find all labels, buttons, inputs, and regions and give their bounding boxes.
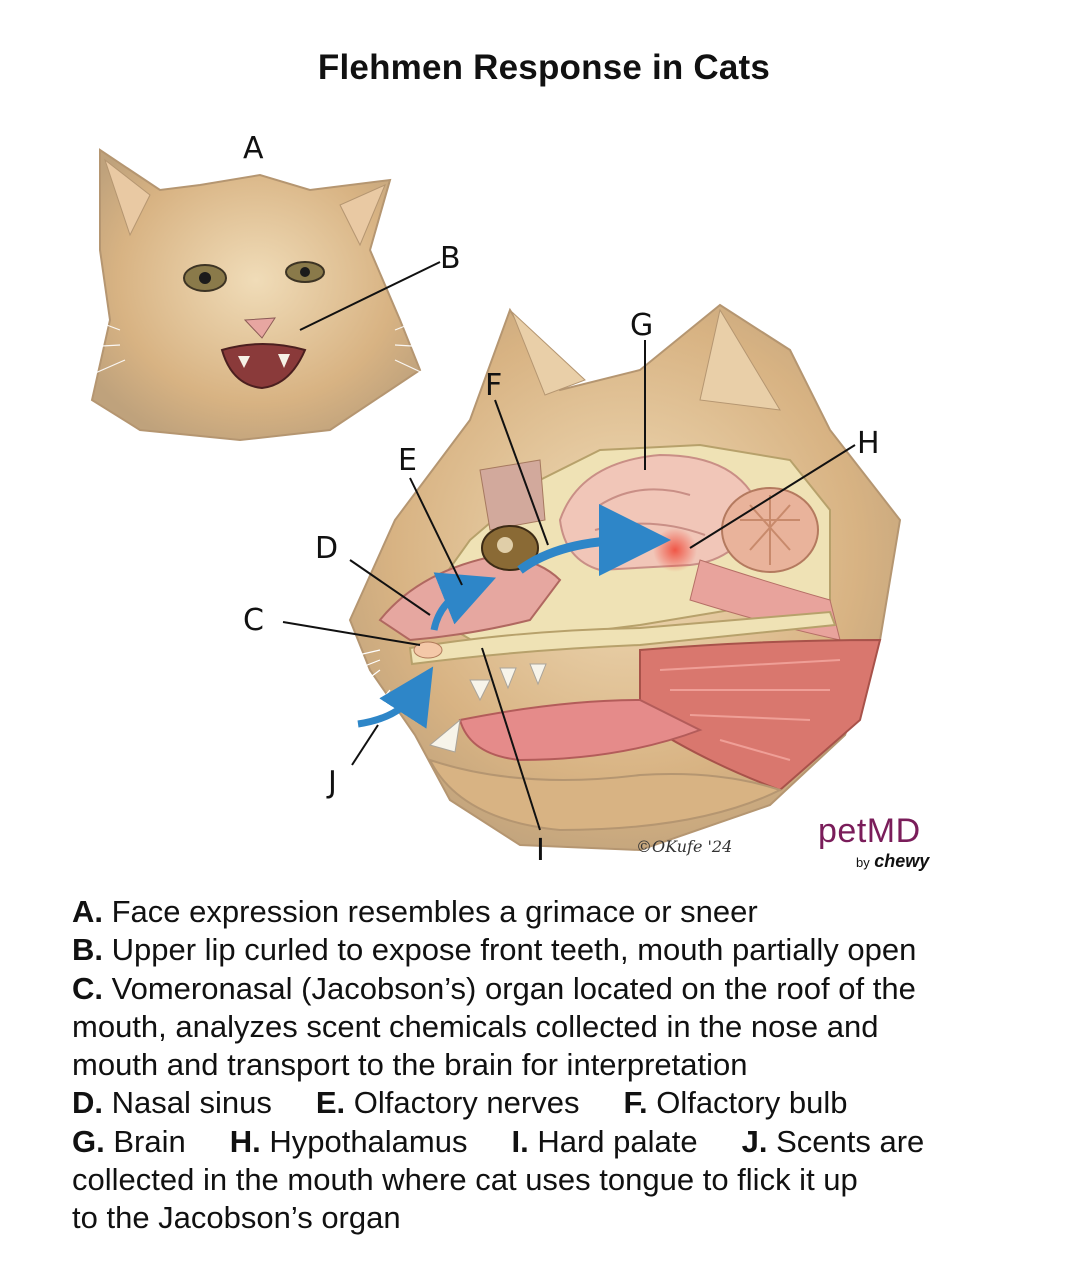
legend-row-a: A. Face expression resembles a grimace o… xyxy=(72,893,1062,931)
label-e: E xyxy=(398,443,417,478)
artist-signature: ©OKufe '24 xyxy=(636,837,732,856)
legend-row-c3: mouth and transport to the brain for int… xyxy=(72,1047,748,1083)
legend-text-b: Upper lip curled to expose front teeth, … xyxy=(103,932,917,968)
legend-key-j: J. xyxy=(741,1123,768,1159)
page-title: Flehmen Response in Cats xyxy=(317,48,771,87)
legend-row-c2: mouth, analyzes scent chemicals collecte… xyxy=(72,1008,879,1044)
label-h: H xyxy=(857,426,880,461)
logo-partner: chewy xyxy=(874,851,930,871)
legend-text-d: Nasal sinus xyxy=(103,1085,272,1121)
legend-text-a: Face expression resembles a grimace or s… xyxy=(103,894,758,929)
legend: A. Face expression resembles a grimace o… xyxy=(72,893,1062,1238)
legend-key-i: I. xyxy=(511,1123,529,1159)
legend-text-g: Brain xyxy=(104,1123,186,1159)
petmd-logo: petMD by chewy xyxy=(818,812,958,872)
legend-row-c: C. Vomeronasal (Jacobson’s) organ locate… xyxy=(72,970,1062,1008)
cat-head-cross-section xyxy=(239,303,902,852)
legend-key-c: C. xyxy=(72,970,103,1006)
legend-text-i: Hard palate xyxy=(528,1123,698,1159)
legend-key-b: B. xyxy=(72,932,103,968)
svg-text:©OKufe '24: ©OKufe '24 xyxy=(636,837,732,856)
legend-row-j3: to the Jacobson’s organ xyxy=(72,1200,401,1236)
legend-key-a: A. xyxy=(72,894,103,929)
label-j: J xyxy=(326,765,337,800)
legend-text-h: Hypothalamus xyxy=(260,1123,468,1159)
logo-by: by xyxy=(856,855,870,870)
logo-brand: petMD xyxy=(818,812,921,850)
legend-key-d: D. xyxy=(72,1085,103,1121)
label-a: A xyxy=(243,131,264,166)
legend-text-c: Vomeronasal (Jacobson’s) organ located o… xyxy=(103,970,916,1006)
cat-face-drawing xyxy=(29,148,481,442)
legend-text-f: Olfactory bulb xyxy=(647,1085,848,1121)
legend-key-e: E. xyxy=(315,1085,346,1121)
legend-key-g: G. xyxy=(72,1123,105,1159)
label-b: B xyxy=(440,241,461,276)
label-g: G xyxy=(630,308,653,343)
label-c: C xyxy=(243,603,264,638)
label-f: F xyxy=(485,368,502,403)
legend-row-j2: collected in the mouth where cat uses to… xyxy=(72,1162,858,1198)
label-i: I xyxy=(536,833,545,868)
legend-text-j: Scents are xyxy=(767,1123,925,1159)
legend-key-h: H. xyxy=(229,1123,261,1159)
legend-row-b: B. Upper lip curled to expose front teet… xyxy=(72,931,1062,969)
legend-key-f: F. xyxy=(623,1085,648,1121)
flehmen-illustration: ©OKufe '24 A B C D E F G H I J xyxy=(29,131,902,868)
label-d: D xyxy=(315,531,338,566)
leader-lines xyxy=(282,261,856,831)
legend-text-e: Olfactory nerves xyxy=(345,1085,580,1121)
legend-row-def: D. Nasal sinus E. Olfactory nerves F. Olfa… xyxy=(72,1084,1062,1122)
